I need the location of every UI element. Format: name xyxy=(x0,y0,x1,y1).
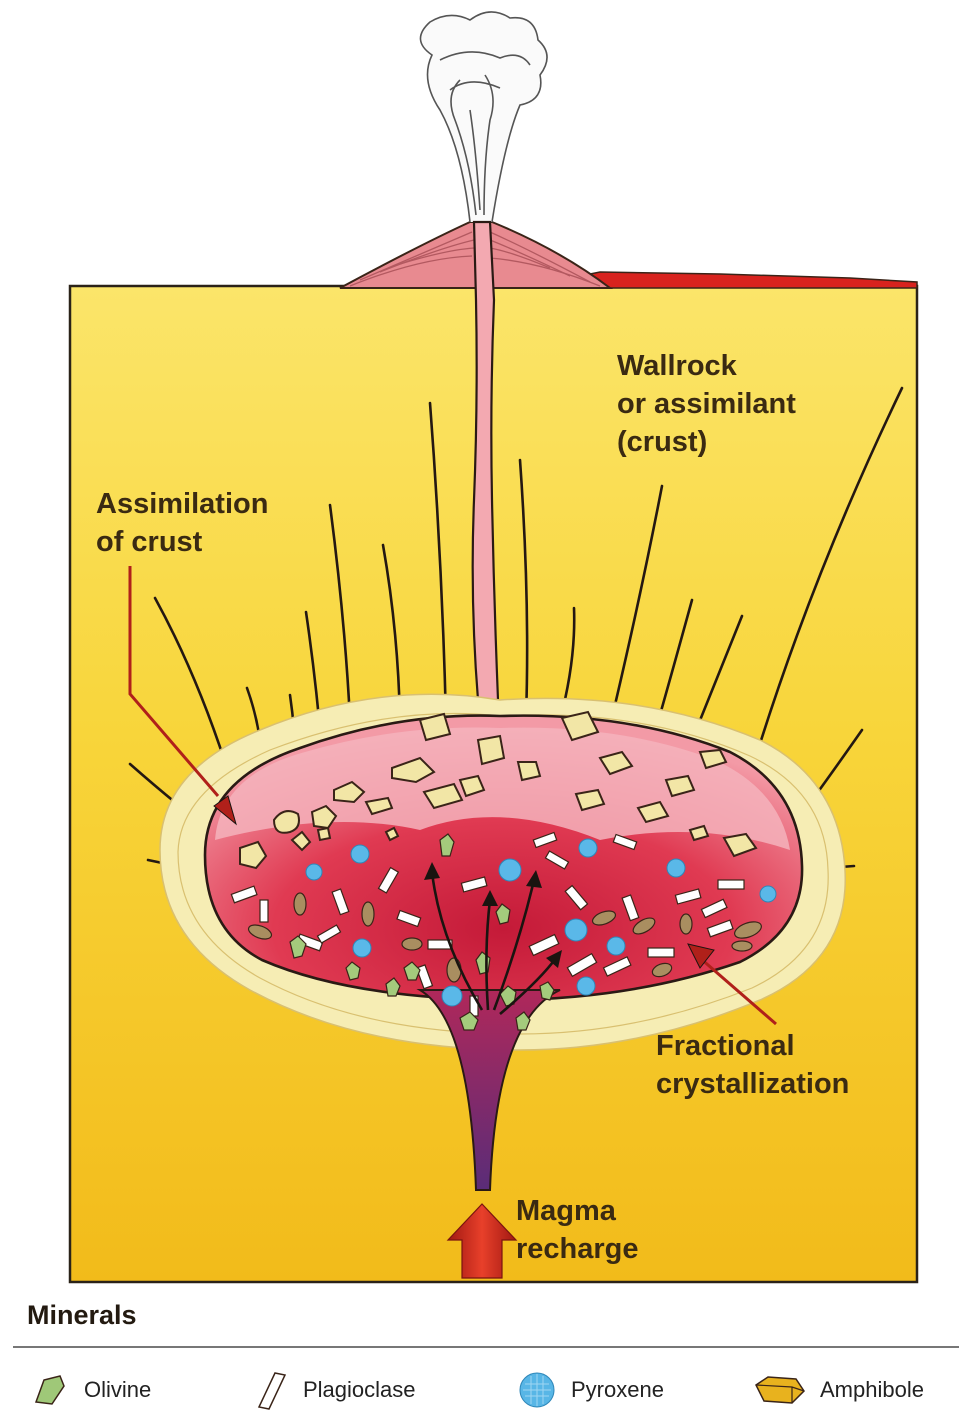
pyroxene-icon xyxy=(517,1370,557,1410)
lava-flow xyxy=(560,272,917,288)
legend-label-pyroxene: Pyroxene xyxy=(571,1377,664,1403)
legend-item-plagioclase: Plagioclase xyxy=(255,1368,416,1412)
legend-label-plagioclase: Plagioclase xyxy=(303,1377,416,1403)
legend-item-pyroxene: Pyroxene xyxy=(517,1368,664,1412)
label-assimilation-line1: Assimilation xyxy=(96,485,268,523)
label-magma-line1: Magma xyxy=(516,1192,639,1230)
plagioclase-icon xyxy=(255,1369,289,1411)
legend-label-olivine: Olivine xyxy=(84,1377,151,1403)
legend-item-amphibole: Amphibole xyxy=(752,1368,924,1412)
olivine-icon xyxy=(30,1372,70,1408)
label-wallrock-line3: (crust) xyxy=(617,423,796,461)
label-wallrock-line2: or assimilant xyxy=(617,385,796,423)
eruption-plume xyxy=(420,12,547,222)
legend-divider xyxy=(13,1346,959,1348)
label-magma-recharge: Magma recharge xyxy=(516,1192,639,1268)
label-wallrock-line1: Wallrock xyxy=(617,347,796,385)
legend-title: Minerals xyxy=(27,1300,137,1331)
label-assimilation: Assimilation of crust xyxy=(96,485,268,561)
legend-label-amphibole: Amphibole xyxy=(820,1377,924,1403)
label-magma-line2: recharge xyxy=(516,1230,639,1268)
amphibole-icon xyxy=(752,1373,806,1407)
label-fractional-line2: crystallization xyxy=(656,1065,849,1103)
label-fractional: Fractional crystallization xyxy=(656,1027,849,1103)
label-wallrock: Wallrock or assimilant (crust) xyxy=(617,347,796,461)
legend-item-olivine: Olivine xyxy=(30,1368,151,1412)
label-assimilation-line2: of crust xyxy=(96,523,268,561)
label-fractional-line1: Fractional xyxy=(656,1027,849,1065)
